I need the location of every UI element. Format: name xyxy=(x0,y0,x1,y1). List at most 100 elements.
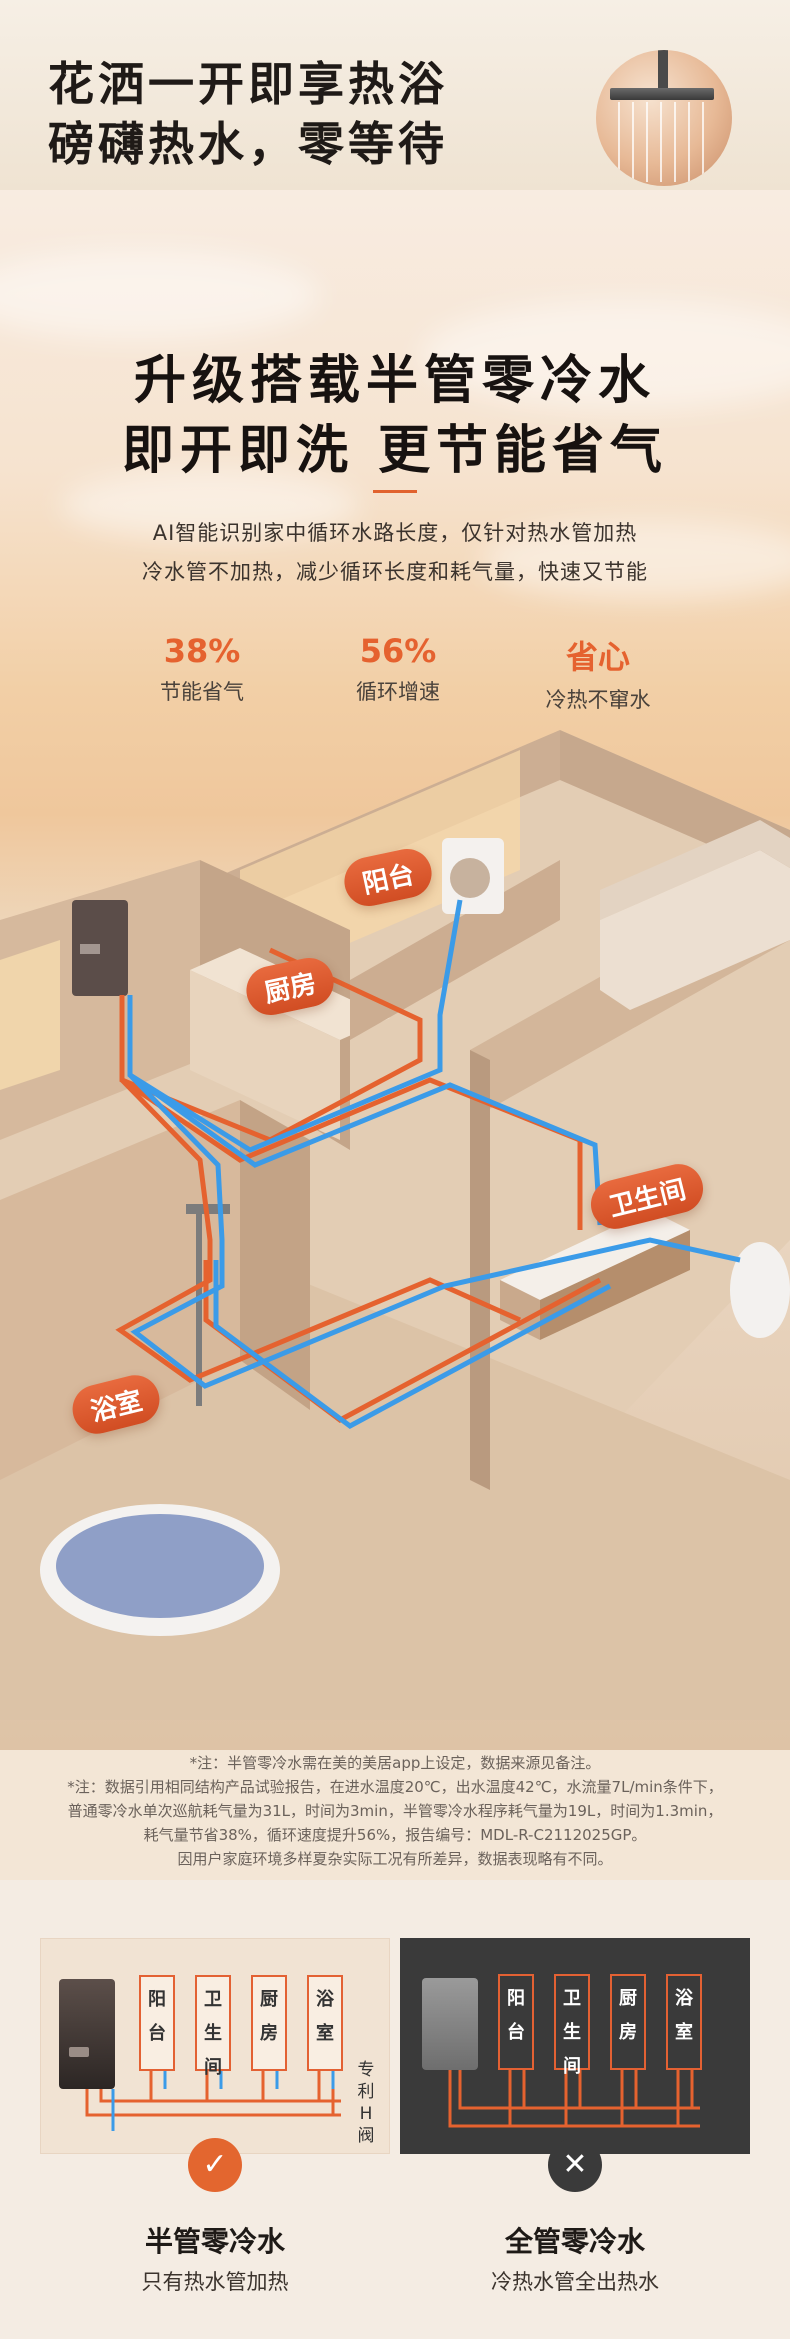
full-pipe-diagram: 阳台 卫生间 厨房 浴室 xyxy=(400,1938,750,2154)
vanity-front xyxy=(540,1230,690,1340)
washer-door xyxy=(450,858,490,898)
room-box-char: 间 xyxy=(563,2056,581,2077)
water-stream xyxy=(632,102,634,182)
header-banner: 花洒一开即享热浴 磅礴热水，零等待 xyxy=(0,0,790,190)
full-pipe-subtitle: 冷热水管全出热水 xyxy=(491,2270,659,2294)
room-box-char: 浴 xyxy=(675,1988,693,2009)
header-headline-1: 花洒一开即享热浴 xyxy=(48,57,448,111)
hot-water-pipe xyxy=(119,947,423,1143)
stat-cycle-speed: 56% 循环增速 xyxy=(288,632,508,706)
sofa-icon xyxy=(600,850,790,1010)
water-stream xyxy=(688,102,690,182)
water-heater-icon xyxy=(59,1979,115,2089)
hot-water-pipe xyxy=(99,2089,341,2103)
valve-label-char: 利 xyxy=(357,2082,375,2102)
room-box-bathroom: 卫生间 xyxy=(554,1974,590,2077)
room-box-label: 浴室 xyxy=(309,1983,341,2051)
stat-label: 循环增速 xyxy=(356,680,440,704)
footnote-line-4: 耗气量节省38%，循环速度提升56%，报告编号：MDL-R-C2112025GP… xyxy=(143,1826,647,1844)
shower-room-wall-side xyxy=(240,1100,310,1410)
shower-room-wall xyxy=(0,1100,240,1480)
footnote-line-3: 普通零冷水单次巡航耗气量为31L，时间为3min，半管零冷水程序耗气量为19L，… xyxy=(67,1802,723,1820)
water-stream xyxy=(618,102,620,182)
hero-title-line-1: 升级搭载半管零冷水 xyxy=(133,351,656,411)
accent-divider xyxy=(373,490,417,493)
cloud xyxy=(0,250,320,340)
cloud xyxy=(480,520,790,600)
room-box-shower-room: 浴室 xyxy=(666,1974,702,2070)
water-stream xyxy=(702,102,704,182)
room-box-label: 浴室 xyxy=(668,1982,700,2050)
footnote-line-2: *注：数据引用相同结构产品试验报告，在进水温度20℃，出水温度42℃，水流量7L… xyxy=(67,1778,723,1796)
half-pipe-lines xyxy=(85,2071,341,2131)
room-box-kitchen: 厨房 xyxy=(610,1974,646,2070)
hot-water-pipe xyxy=(448,2070,700,2128)
stat-no-crossflow: 省心 冷热不窜水 xyxy=(488,632,708,714)
stat-value: 省心 xyxy=(565,638,630,676)
cold-water-pipe xyxy=(128,1073,741,1389)
full-pipe-title: 全管零冷水 xyxy=(504,2225,645,2258)
room-box-balcony: 阳台 xyxy=(139,1975,175,2071)
room-box-label: 阳台 xyxy=(500,1982,532,2050)
room-box-char: 阳 xyxy=(148,1989,166,2010)
bathroom-wall-edge xyxy=(470,1050,490,1490)
stat-label: 冷热不窜水 xyxy=(545,688,651,712)
room-box-label: 厨房 xyxy=(612,1982,644,2050)
stat-value: 56% xyxy=(359,632,437,670)
room-box-char: 阳 xyxy=(507,1988,525,2009)
room-box-char: 台 xyxy=(507,2022,525,2043)
shower-photo-circle xyxy=(596,50,732,186)
shower-pipe xyxy=(658,50,668,90)
water-stream xyxy=(646,102,648,182)
room-box-balcony: 阳台 xyxy=(498,1974,534,2070)
full-pipe-lines xyxy=(448,2070,700,2128)
room-box-char: 卫 xyxy=(204,1989,222,2010)
room-box-char: 房 xyxy=(619,2022,637,2043)
room-box-char: 间 xyxy=(204,2057,222,2078)
hero-description-line-1: AI智能识别家中循环水路长度，仅针对热水管加热 xyxy=(152,521,638,545)
room-box-label: 卫生间 xyxy=(556,1982,588,2084)
valve-label-char: 专 xyxy=(357,2060,375,2080)
valve-label-char: H xyxy=(359,2104,373,2124)
footnote-line-1: *注：半管零冷水需在美的美居app上设定，数据来源见备注。 xyxy=(189,1754,601,1772)
footnote-line-5: 因用户家庭环境多样夏杂实际工况有所差异，数据表现略有不同。 xyxy=(177,1850,613,1868)
sofa-back xyxy=(600,820,790,920)
heater-display xyxy=(80,944,100,954)
room-box-shower-room: 浴室 xyxy=(307,1975,343,2071)
cloud xyxy=(60,470,360,540)
hero-description-line-2: 冷水管不加热，减少循环长度和耗气量，快速又节能 xyxy=(142,560,648,584)
stat-value: 38% xyxy=(163,632,241,670)
sink-top xyxy=(500,1210,690,1300)
shower-head-icon xyxy=(610,88,714,100)
room-box-char: 室 xyxy=(675,2022,693,2043)
room-box-char: 台 xyxy=(148,2023,166,2044)
stat-label: 节能省气 xyxy=(160,680,244,704)
water-heater-icon xyxy=(422,1978,478,2070)
cold-water-pipe xyxy=(128,1072,603,1226)
house-floorplan-illustration xyxy=(0,720,790,1720)
hot-water-pipe xyxy=(120,1077,583,1230)
room-box-label: 厨房 xyxy=(253,1983,285,2051)
hot-water-pipe xyxy=(115,1078,522,1383)
cold-water-pipe xyxy=(127,899,463,1153)
header-headline-2: 磅礴热水，零等待 xyxy=(48,117,448,171)
hot-water-pipe xyxy=(458,2070,700,2110)
vanity-side xyxy=(500,1280,540,1340)
hero-title-line-2: 即开即洗 更节能省气 xyxy=(121,421,669,481)
room-box-char: 室 xyxy=(316,2023,334,2044)
room-box-label: 阳台 xyxy=(141,1983,173,2051)
room-box-char: 生 xyxy=(563,2022,581,2043)
room-box-char: 房 xyxy=(260,2023,278,2044)
valve-label-char: 阀 xyxy=(357,2126,375,2146)
cross-icon: ✕ xyxy=(548,2138,602,2192)
room-box-char: 厨 xyxy=(619,1988,637,2009)
room-box-char: 浴 xyxy=(316,1989,334,2010)
room-box-char: 厨 xyxy=(260,1989,278,2010)
check-icon: ✓ xyxy=(188,2138,242,2192)
room-box-label: 卫生间 xyxy=(197,1983,229,2085)
toilet-icon xyxy=(730,1242,790,1338)
hot-water-pipe xyxy=(85,2089,341,2117)
